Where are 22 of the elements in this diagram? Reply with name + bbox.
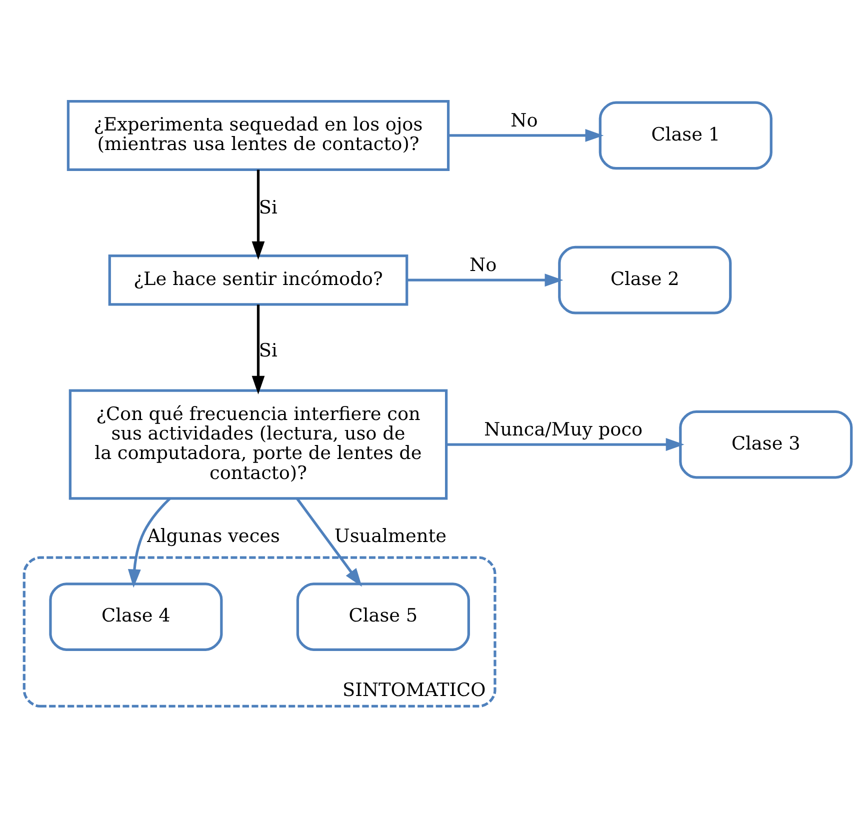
node-box: ¿Con qué frecuencia interfiere con sus actividades (lectura, uso de la computadora, porte de lentes de contacto)? — [68, 389, 448, 500]
arrow — [407, 274, 564, 287]
edge-label: Nunca/Muy poco — [484, 420, 643, 441]
node-box: Clase 4 — [49, 582, 223, 651]
arrow — [252, 170, 265, 260]
arrow — [296, 498, 362, 587]
node-box: Clase 5 — [296, 582, 470, 651]
node-box: Clase 1 — [598, 101, 772, 170]
arrow — [252, 304, 265, 394]
edge-label: Algunas veces — [147, 526, 280, 548]
arrow — [448, 129, 604, 142]
edge-label: No — [470, 255, 497, 276]
arrow — [128, 498, 171, 588]
arrow — [446, 438, 684, 451]
edge-label: Usualmente — [334, 526, 446, 548]
node-box: ¿Experimenta sequedad en los ojos (mientras usa lentes de contacto)? — [66, 100, 450, 171]
edge-label: Si — [258, 197, 278, 218]
edge-label: No — [510, 110, 538, 132]
node-box: ¿Le hace sentir incómodo? — [108, 254, 408, 306]
edge-label: Si — [258, 340, 278, 362]
node-box: Clase 2 — [558, 246, 732, 314]
node-box: Clase 3 — [679, 410, 853, 479]
